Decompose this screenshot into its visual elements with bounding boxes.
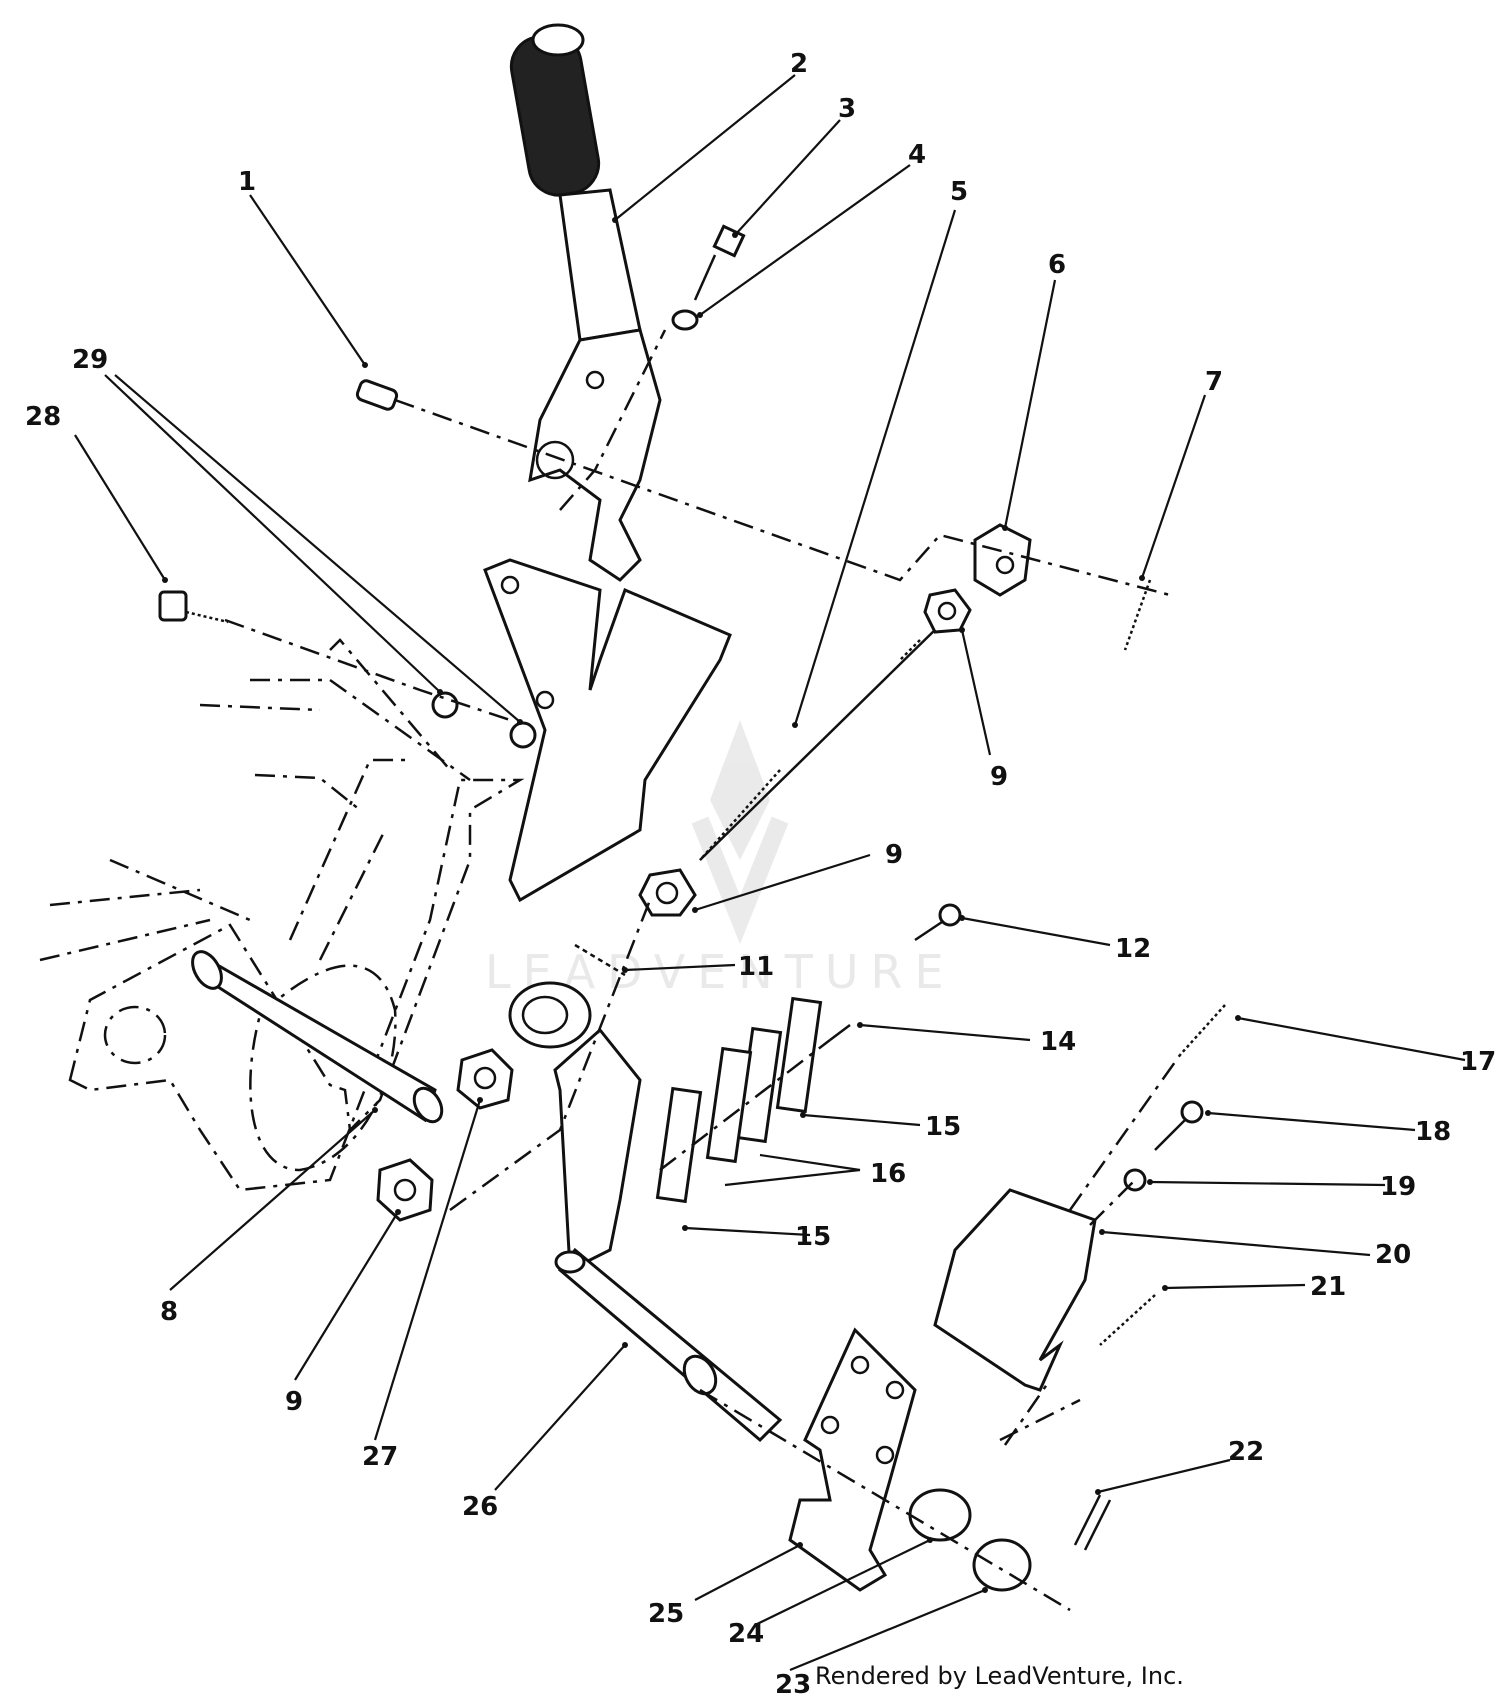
part-14-pin [829, 1024, 851, 1041]
part-12-bolt [914, 903, 962, 942]
part-8-pivot-shaft [191, 950, 444, 1124]
callout-18: 18 [1415, 1117, 1451, 1147]
pedal-arm [508, 981, 642, 1273]
callout-27: 27 [362, 1442, 398, 1472]
callout-15-a: 15 [925, 1112, 961, 1142]
part-22-cotter-pin [1073, 1494, 1112, 1551]
part-15-plate-b [655, 1086, 703, 1204]
part-9-nut-b [638, 868, 697, 917]
part-17-spring [1179, 1004, 1226, 1056]
part-1-pivot-pin [355, 379, 399, 411]
leader-lines [74, 74, 1466, 1672]
callout-22: 22 [1228, 1437, 1264, 1467]
part-2-shift-lever [509, 23, 662, 582]
callout-15-b: 15 [795, 1222, 831, 1252]
callout-29: 29 [72, 345, 108, 375]
assembly-centerlines [224, 329, 1182, 1612]
part-24-bushing [908, 1488, 972, 1542]
part-7-spring [1123, 579, 1152, 651]
callout-28: 28 [25, 402, 61, 432]
part-27-nut [456, 1048, 514, 1110]
part-16-plate-b [705, 1046, 753, 1164]
callout-24: 24 [728, 1619, 764, 1649]
part-15-plate-a [775, 996, 823, 1114]
part-29-nut-b [509, 721, 537, 749]
part-18-screw [1154, 1100, 1204, 1151]
part-11-spring [574, 943, 626, 977]
callout-5: 5 [950, 177, 968, 207]
callout-9-a: 9 [990, 762, 1008, 792]
callout-9-b: 9 [885, 840, 903, 870]
callout-12: 12 [1115, 934, 1151, 964]
part-21-spring [1099, 1294, 1156, 1346]
part-26-pedal-rod [554, 1247, 783, 1443]
render-credit: Rendered by LeadVenture, Inc. [815, 1662, 1184, 1690]
callout-6: 6 [1048, 250, 1066, 280]
frame-bracket [39, 638, 525, 1192]
part-20-bracket [933, 1188, 1097, 1392]
callout-1: 1 [238, 167, 256, 197]
callout-4: 4 [908, 140, 926, 170]
callout-17: 17 [1460, 1047, 1496, 1077]
part-9-nut-c [376, 1158, 434, 1222]
callout-25: 25 [648, 1599, 684, 1629]
part-29-nut-a [431, 691, 459, 719]
part-25-pedal [788, 1327, 917, 1592]
callout-26: 26 [462, 1492, 498, 1522]
callout-20: 20 [1375, 1240, 1411, 1270]
leader-dots [162, 217, 1241, 1593]
part-28-bolt [158, 590, 229, 624]
part-9-nut-a [923, 588, 972, 634]
leadventure-logo-icon [691, 720, 789, 945]
callout-9-c: 9 [285, 1387, 303, 1417]
callout-14: 14 [1040, 1027, 1076, 1057]
callout-3: 3 [838, 94, 856, 124]
callout-11: 11 [738, 952, 774, 982]
part-4-washer [671, 309, 699, 331]
part-6-clevis [973, 523, 1032, 597]
callout-8: 8 [160, 1297, 178, 1327]
callout-16: 16 [870, 1159, 906, 1189]
mounting-plate [483, 558, 732, 903]
callout-7: 7 [1205, 367, 1223, 397]
callout-2: 2 [790, 49, 808, 79]
callout-23: 23 [775, 1670, 811, 1700]
callout-19: 19 [1380, 1172, 1416, 1202]
callout-21: 21 [1310, 1272, 1346, 1302]
part-5-threaded-rod [699, 624, 941, 861]
